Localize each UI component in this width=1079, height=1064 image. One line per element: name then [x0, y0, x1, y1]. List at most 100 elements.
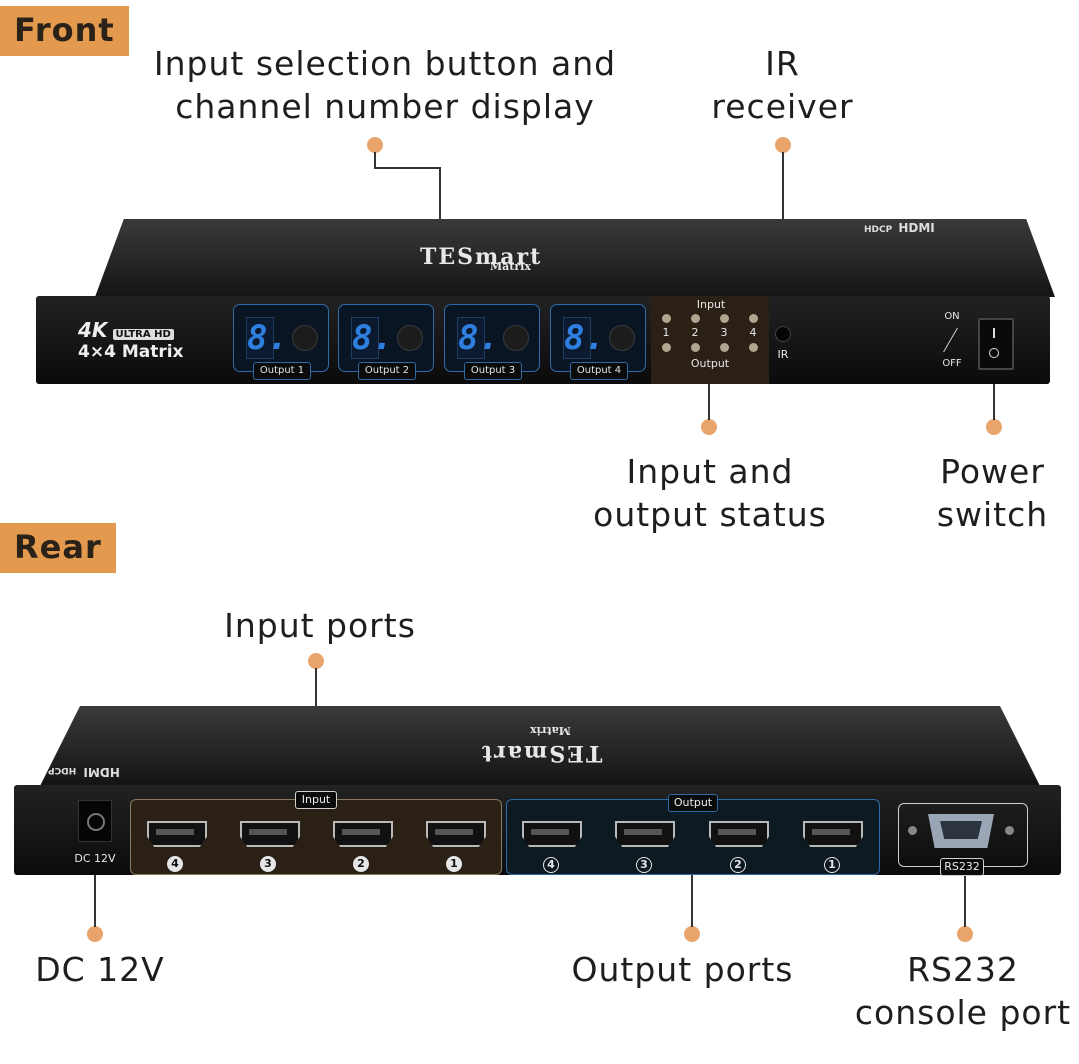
rs232-label: RS232: [940, 858, 984, 876]
leader-output-ports: [691, 872, 693, 927]
dc-jack-icon: [87, 813, 105, 831]
callout-rs232: RS232 console port: [848, 948, 1078, 1034]
hdmi-logo-text: HDMI: [898, 221, 935, 235]
leader-input-selection-a: [374, 152, 376, 168]
status-number-4: 4: [749, 326, 757, 339]
power-on-label: ON: [944, 311, 960, 322]
callout-power-line2: switch: [936, 495, 1049, 534]
brand-logo-front: TESmart: [420, 244, 543, 270]
matrix-label: 4×4 Matrix: [78, 342, 184, 362]
rs232-port[interactable]: [928, 814, 994, 848]
callout-input-selection-line2: channel number display: [175, 87, 595, 126]
power-on-mark-icon: [993, 328, 995, 338]
output-port-number-1: 1: [824, 857, 840, 873]
callout-ir-line1: IR: [765, 44, 800, 83]
input-port-number-4: 4: [167, 856, 183, 872]
input-port-number-1: 1: [446, 856, 462, 872]
rear-device-top: [40, 706, 1040, 786]
channel-display-4: 8.: [563, 317, 605, 359]
output-label-1: Output 1: [253, 362, 311, 380]
dot-dc: [87, 926, 103, 942]
status-output-label: Output: [690, 357, 730, 370]
callout-input-selection: Input selection button and channel numbe…: [140, 42, 630, 128]
channel-display-3: 8.: [457, 317, 499, 359]
input-select-button-3[interactable]: [503, 325, 529, 351]
dot-rs232: [957, 926, 973, 942]
output-port-number-3: 3: [636, 857, 652, 873]
led-output-1: [662, 343, 671, 352]
callout-io-line1: Input and: [626, 452, 794, 491]
front-panel: [36, 296, 1050, 384]
dc-label: DC 12V: [74, 852, 116, 865]
leader-dc: [94, 872, 96, 927]
channel-display-1: 8.: [246, 317, 288, 359]
hdmi-output-port-4[interactable]: [522, 821, 582, 847]
led-output-4: [749, 343, 758, 352]
hdmi-output-port-3[interactable]: [615, 821, 675, 847]
hdmi-input-port-3[interactable]: [240, 821, 300, 847]
power-off-mark-icon: [989, 348, 999, 358]
input-port-number-2: 2: [353, 856, 369, 872]
leader-input-selection-b: [374, 167, 440, 169]
hdmi-input-port-4[interactable]: [147, 821, 207, 847]
dot-ir: [775, 137, 791, 153]
channel-box-4: 8. Output 4: [550, 304, 646, 380]
led-input-2: [691, 314, 700, 323]
input-select-button-4[interactable]: [609, 325, 635, 351]
ir-sensor-icon: [775, 326, 791, 342]
output-label-2: Output 2: [358, 362, 416, 380]
hdcp-hdmi-logo-front: HDCP HDMI: [864, 221, 935, 235]
dot-power: [986, 419, 1002, 435]
ir-label: IR: [777, 348, 789, 361]
hdmi-input-port-2[interactable]: [333, 821, 393, 847]
rs232-pins-icon: [940, 821, 982, 839]
status-number-2: 2: [691, 326, 699, 339]
power-off-label: OFF: [942, 358, 962, 369]
callout-io-status: Input and output status: [580, 450, 840, 536]
dot-output-ports: [684, 926, 700, 942]
hdcp-hdmi-logo-rear: HDMI HDCP: [48, 765, 120, 779]
status-number-3: 3: [720, 326, 728, 339]
callout-rs232-line2: console port: [854, 993, 1072, 1032]
callout-ir-line2: receiver: [711, 87, 854, 126]
channel-box-3: 8. Output 3: [444, 304, 540, 380]
input-select-button-1[interactable]: [292, 325, 318, 351]
led-input-3: [720, 314, 729, 323]
output-label-3: Output 3: [464, 362, 522, 380]
power-switch[interactable]: [978, 318, 1014, 370]
output-panel-tag: Output: [668, 794, 718, 812]
callout-power-line1: Power: [940, 452, 1045, 491]
callout-dc: DC 12V: [35, 950, 165, 989]
hdmi-logo-rear-text: HDMI: [83, 765, 120, 779]
callout-io-line2: output status: [593, 495, 827, 534]
badge-4k-ultra-hd: 4K ULTRA HD: [78, 318, 174, 342]
input-select-button-2[interactable]: [397, 325, 423, 351]
channel-display-2: 8.: [351, 317, 393, 359]
front-section-tag: Front: [0, 6, 129, 56]
leader-io-status: [708, 380, 710, 420]
output-port-number-2: 2: [730, 857, 746, 873]
channel-box-2: 8. Output 2: [338, 304, 434, 380]
hdmi-input-port-1[interactable]: [426, 821, 486, 847]
led-output-3: [720, 343, 729, 352]
status-number-1: 1: [662, 326, 670, 339]
dot-io-status: [701, 419, 717, 435]
input-panel-tag: Input: [295, 791, 337, 809]
hdcp-rear-text: HDCP: [48, 765, 77, 775]
callout-input-ports: Input ports: [224, 606, 416, 645]
dot-input-selection: [367, 137, 383, 153]
hdmi-output-port-1[interactable]: [803, 821, 863, 847]
channel-box-1: 8. Output 1: [233, 304, 329, 380]
hdmi-output-port-2[interactable]: [709, 821, 769, 847]
leader-rs232: [964, 872, 966, 927]
rs232-screw-left-icon: [908, 826, 917, 835]
dc-jack[interactable]: [78, 800, 112, 842]
leader-power: [993, 380, 995, 420]
callout-ir-receiver: IR receiver: [700, 42, 865, 128]
front-device-top: [95, 219, 1055, 297]
output-port-number-4: 4: [543, 857, 559, 873]
led-input-1: [662, 314, 671, 323]
badge-uhd: ULTRA HD: [112, 329, 174, 340]
callout-input-selection-line1: Input selection button and: [153, 44, 617, 83]
hdcp-text: HDCP: [864, 225, 893, 235]
